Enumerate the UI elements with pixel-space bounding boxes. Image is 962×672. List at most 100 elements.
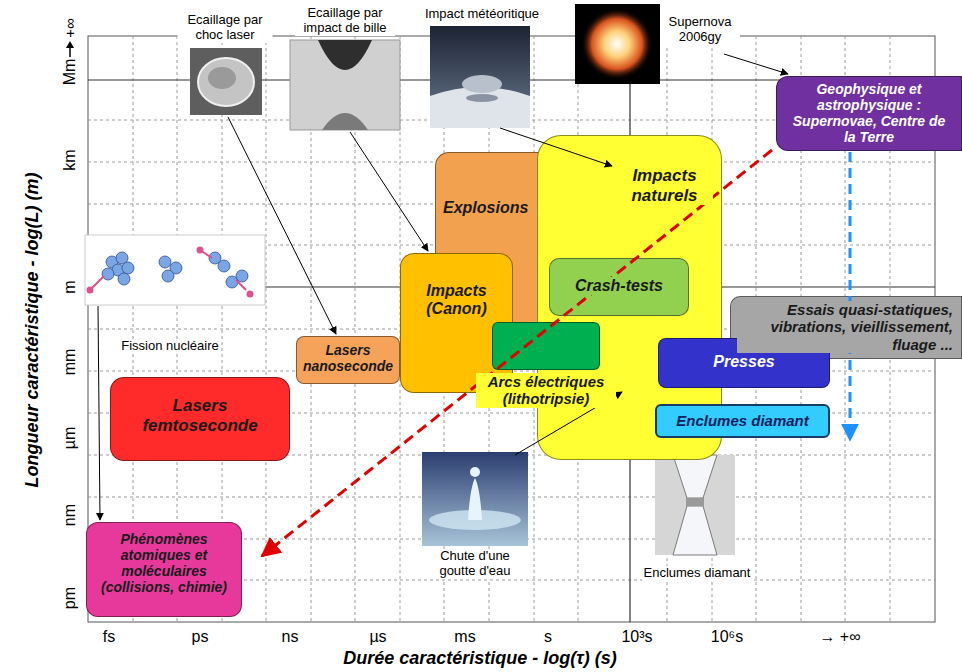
domain-box: Lasers nanoseconde xyxy=(296,336,400,384)
leader-line xyxy=(98,306,100,520)
box-label: Lasers nanoseconde xyxy=(300,342,396,374)
box-label: Impacts naturels xyxy=(616,166,713,205)
leader-line xyxy=(500,128,612,166)
axis-tick-holder: fs xyxy=(84,628,134,646)
box-label: Phénomènes atomiques et moléculaires (co… xyxy=(90,531,238,595)
axis-infinity-holder: → +∞ xyxy=(805,628,875,646)
nucleon xyxy=(118,273,130,285)
leader-line xyxy=(515,392,622,455)
box-label: Lasers femtoseconde xyxy=(131,396,269,435)
axis-tick-holder: µs xyxy=(353,628,403,646)
axis-tick: pm xyxy=(61,585,79,611)
nucleus-cluster xyxy=(102,252,248,288)
axis-tick-holder: ns xyxy=(265,628,315,646)
axis-title-holder: Durée caractéristique - log(τ) (s) xyxy=(230,648,730,669)
laser-spall-photo xyxy=(190,48,262,115)
box-label: Essais quasi-statiques, vibrations, viei… xyxy=(737,301,955,353)
leader-lines xyxy=(98,54,788,520)
axis-tick: ms xyxy=(452,628,477,646)
diamond-anvil-photo xyxy=(655,455,735,555)
axis-tick: km xyxy=(61,147,79,172)
photo-caption: Chute d'une goutte d'eau xyxy=(425,549,525,579)
axis-tick-holder: s xyxy=(523,628,573,646)
photo-caption-holder: Impact météoritique xyxy=(407,4,557,22)
box-label: Enclumes diamant xyxy=(674,412,811,429)
axis-tick-holder: mm xyxy=(61,342,79,382)
meteor-photo xyxy=(430,26,530,128)
box-label: Impacts (Canon) xyxy=(405,282,508,319)
domain-box: Crash-tests xyxy=(549,258,689,316)
spall-crater xyxy=(198,58,254,106)
axis-infinity: +∞ xyxy=(61,16,78,39)
water-drop-photo xyxy=(422,452,528,546)
ball-impact-photo xyxy=(290,40,400,130)
photo-caption-holder: Ecaillage par impact de bille xyxy=(295,6,395,36)
leader-line xyxy=(724,54,788,74)
axis-tick-holder: nm xyxy=(61,495,79,535)
supernova-photo xyxy=(575,4,660,84)
axis-infinity: → +∞ xyxy=(817,628,862,646)
splash-column xyxy=(468,478,482,520)
axis-tick-holder: pm xyxy=(61,578,79,618)
axis-tick: µs xyxy=(367,628,388,646)
axis-tick-holder: 10³s xyxy=(607,628,667,646)
axis-tick-holder: km xyxy=(61,140,79,180)
axis-tick-holder: Mm xyxy=(61,52,79,92)
domain-box: Phénomènes atomiques et moléculaires (co… xyxy=(86,522,242,617)
photo-caption: Fission nucléaire xyxy=(119,339,221,354)
domain-box: Geophysique et astrophysique : Supernova… xyxy=(776,76,962,151)
spall-cone xyxy=(322,113,368,130)
domain-box: Lasers femtoseconde xyxy=(110,377,290,461)
axis-infinity-holder: +∞ xyxy=(61,8,79,48)
axis-tick: 10³s xyxy=(619,628,654,646)
axis-tick: 10⁶s xyxy=(709,628,745,646)
box-label: Explosions xyxy=(441,199,530,217)
neutron xyxy=(87,287,94,294)
photo-caption-holder: Fission nucléaire xyxy=(100,336,240,354)
photo-caption: Ecaillage par choc laser xyxy=(178,13,273,43)
axis-tick-holder: 10⁶s xyxy=(697,628,757,646)
domain-box: Essais quasi-statiques, vibrations, viei… xyxy=(730,296,962,359)
neutron-tracks xyxy=(90,250,246,290)
nucleon xyxy=(102,268,114,280)
nucleon xyxy=(159,256,171,268)
fission-picture xyxy=(85,235,265,305)
box-label: Crash-tests xyxy=(573,277,665,295)
box-label: Arcs électriques (lithotripsie) xyxy=(476,373,616,408)
axis-tick: m xyxy=(61,278,79,295)
photo-caption: Enclumes diamant xyxy=(642,566,753,581)
photo-caption-holder: Chute d'une goutte d'eau xyxy=(425,549,525,579)
nucleon xyxy=(162,270,174,282)
axis-tick: µm xyxy=(61,425,79,452)
lower-anvil xyxy=(673,506,717,555)
axis-arrowhead xyxy=(66,41,74,48)
axis-tick: nm xyxy=(61,502,79,528)
axis-tick: ns xyxy=(280,628,301,646)
axis-tick: Mm xyxy=(61,57,79,88)
axis-tick: ps xyxy=(190,628,211,646)
neutron xyxy=(247,291,254,298)
axis-tick: fs xyxy=(101,628,117,646)
axis-tick-holder: ms xyxy=(440,628,490,646)
impact-crater xyxy=(318,40,372,70)
axis-title: Durée caractéristique - log(τ) (s) xyxy=(341,648,618,669)
photo-caption-holder: Supernova 2006gy xyxy=(660,15,740,45)
arc-box-fill xyxy=(492,322,600,370)
photo-caption-holder: Ecaillage par choc laser xyxy=(178,13,273,43)
photo-caption: Ecaillage par impact de bille xyxy=(295,6,395,36)
axis-title: Longueur caractéristique - log(L) (m) xyxy=(22,170,43,489)
leader-line xyxy=(228,117,336,334)
box-label: Geophysique et astrophysique : Supernova… xyxy=(783,81,955,145)
domain-box: Enclumes diamant xyxy=(655,404,830,438)
upper-anvil xyxy=(673,455,717,498)
domain-box: Arcs électriques (lithotripsie) xyxy=(474,322,618,412)
photo-caption: Supernova 2006gy xyxy=(660,15,740,45)
nucleon xyxy=(122,262,134,274)
box-label: Presses xyxy=(711,353,776,371)
supernova-blast xyxy=(581,8,653,80)
axis-tick-holder: µm xyxy=(61,418,79,458)
droplet xyxy=(470,467,480,477)
meteor-plume xyxy=(462,75,502,93)
nucleon xyxy=(236,270,248,282)
